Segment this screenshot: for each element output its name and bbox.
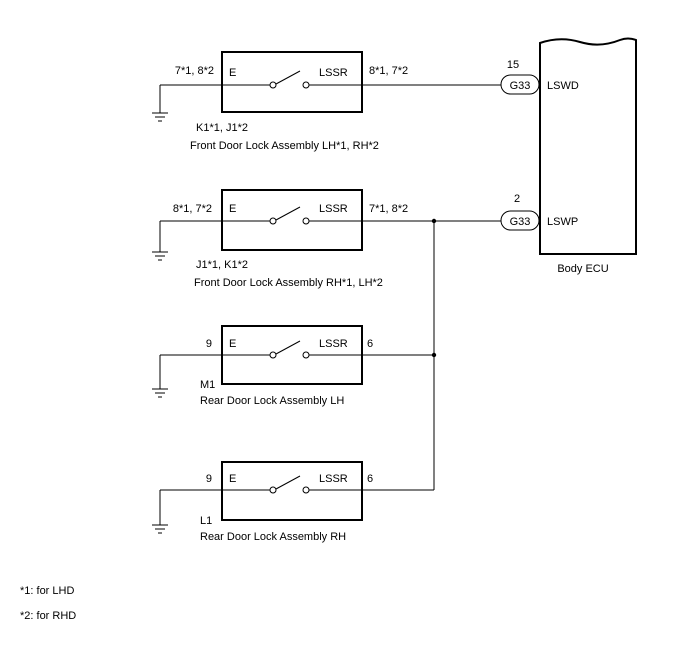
pin-left-label: 8*1, 7*2 xyxy=(173,203,212,215)
switch-contact xyxy=(269,351,277,359)
pin-right-label: 6 xyxy=(367,473,373,485)
switch-blade xyxy=(275,475,301,490)
switch-blade xyxy=(275,340,301,355)
ecu-terminal-label: LSWD xyxy=(547,80,579,92)
footnote-rhd: *2: for RHD xyxy=(20,610,76,622)
terminal-lssr-label: LSSR xyxy=(319,338,348,350)
component-name: Rear Door Lock Assembly RH xyxy=(200,531,346,543)
switch-blade xyxy=(275,206,301,221)
pin-right-label: 6 xyxy=(367,338,373,350)
pin-right-label: 8*1, 7*2 xyxy=(369,65,408,77)
ground-icon xyxy=(152,388,168,398)
body-ecu: Body ECU xyxy=(539,37,637,275)
component-name: Front Door Lock Assembly LH*1, RH*2 xyxy=(190,140,379,152)
terminal-e-label: E xyxy=(229,473,236,485)
connector-label: G33 xyxy=(510,216,531,228)
switch-contact xyxy=(269,217,277,225)
switch-front-door-lock-2: E LSSR 8*1, 7*2 7*1, 8*2 J1*1, K1*2 Fron… xyxy=(173,189,408,289)
connector-label: L1 xyxy=(200,515,212,527)
component-name: Front Door Lock Assembly RH*1, LH*2 xyxy=(194,277,383,289)
terminal-lssr-label: LSSR xyxy=(319,203,348,215)
terminal-e-label: E xyxy=(229,203,236,215)
ecu-outline xyxy=(539,37,637,255)
switch-contact xyxy=(269,81,277,89)
switch-blade xyxy=(275,70,301,85)
ecu-pin-label: 2 xyxy=(514,193,520,205)
ground-icon xyxy=(152,524,168,534)
pin-left-label: 7*1, 8*2 xyxy=(175,65,214,77)
switch-contact xyxy=(269,486,277,494)
ecu-pin-label: 15 xyxy=(507,59,519,71)
pin-right-label: 7*1, 8*2 xyxy=(369,203,408,215)
footnote-lhd: *1: for LHD xyxy=(20,585,74,597)
connector-label: K1*1, J1*2 xyxy=(196,122,248,134)
switch-front-door-lock-1: E LSSR 7*1, 8*2 8*1, 7*2 K1*1, J1*2 Fron… xyxy=(175,51,408,152)
component-name: Rear Door Lock Assembly LH xyxy=(200,395,344,407)
connector-label: G33 xyxy=(510,80,531,92)
switch-box xyxy=(221,51,363,113)
pin-left-label: 9 xyxy=(206,338,212,350)
pin-left-label: 9 xyxy=(206,473,212,485)
connector-label: J1*1, K1*2 xyxy=(196,259,248,271)
switch-box xyxy=(221,189,363,251)
connector-label: M1 xyxy=(200,379,215,391)
ecu-label: Body ECU xyxy=(557,263,608,275)
ecu-input-lswp: 2 G33 LSWP xyxy=(500,193,578,231)
switch-box xyxy=(221,461,363,521)
terminal-lssr-label: LSSR xyxy=(319,67,348,79)
switch-rear-door-lock-rh: E LSSR 9 6 L1 Rear Door Lock Assembly RH xyxy=(200,461,373,543)
ecu-terminal-label: LSWP xyxy=(547,216,578,228)
switch-rear-door-lock-lh: E LSSR 9 6 M1 Rear Door Lock Assembly LH xyxy=(200,325,373,407)
ground-icon xyxy=(152,112,168,122)
ground-icon xyxy=(152,251,168,261)
terminal-e-label: E xyxy=(229,67,236,79)
ecu-input-lswd: 15 G33 LSWD xyxy=(500,59,579,95)
terminal-lssr-label: LSSR xyxy=(319,473,348,485)
terminal-e-label: E xyxy=(229,338,236,350)
junction-dot xyxy=(431,218,437,224)
